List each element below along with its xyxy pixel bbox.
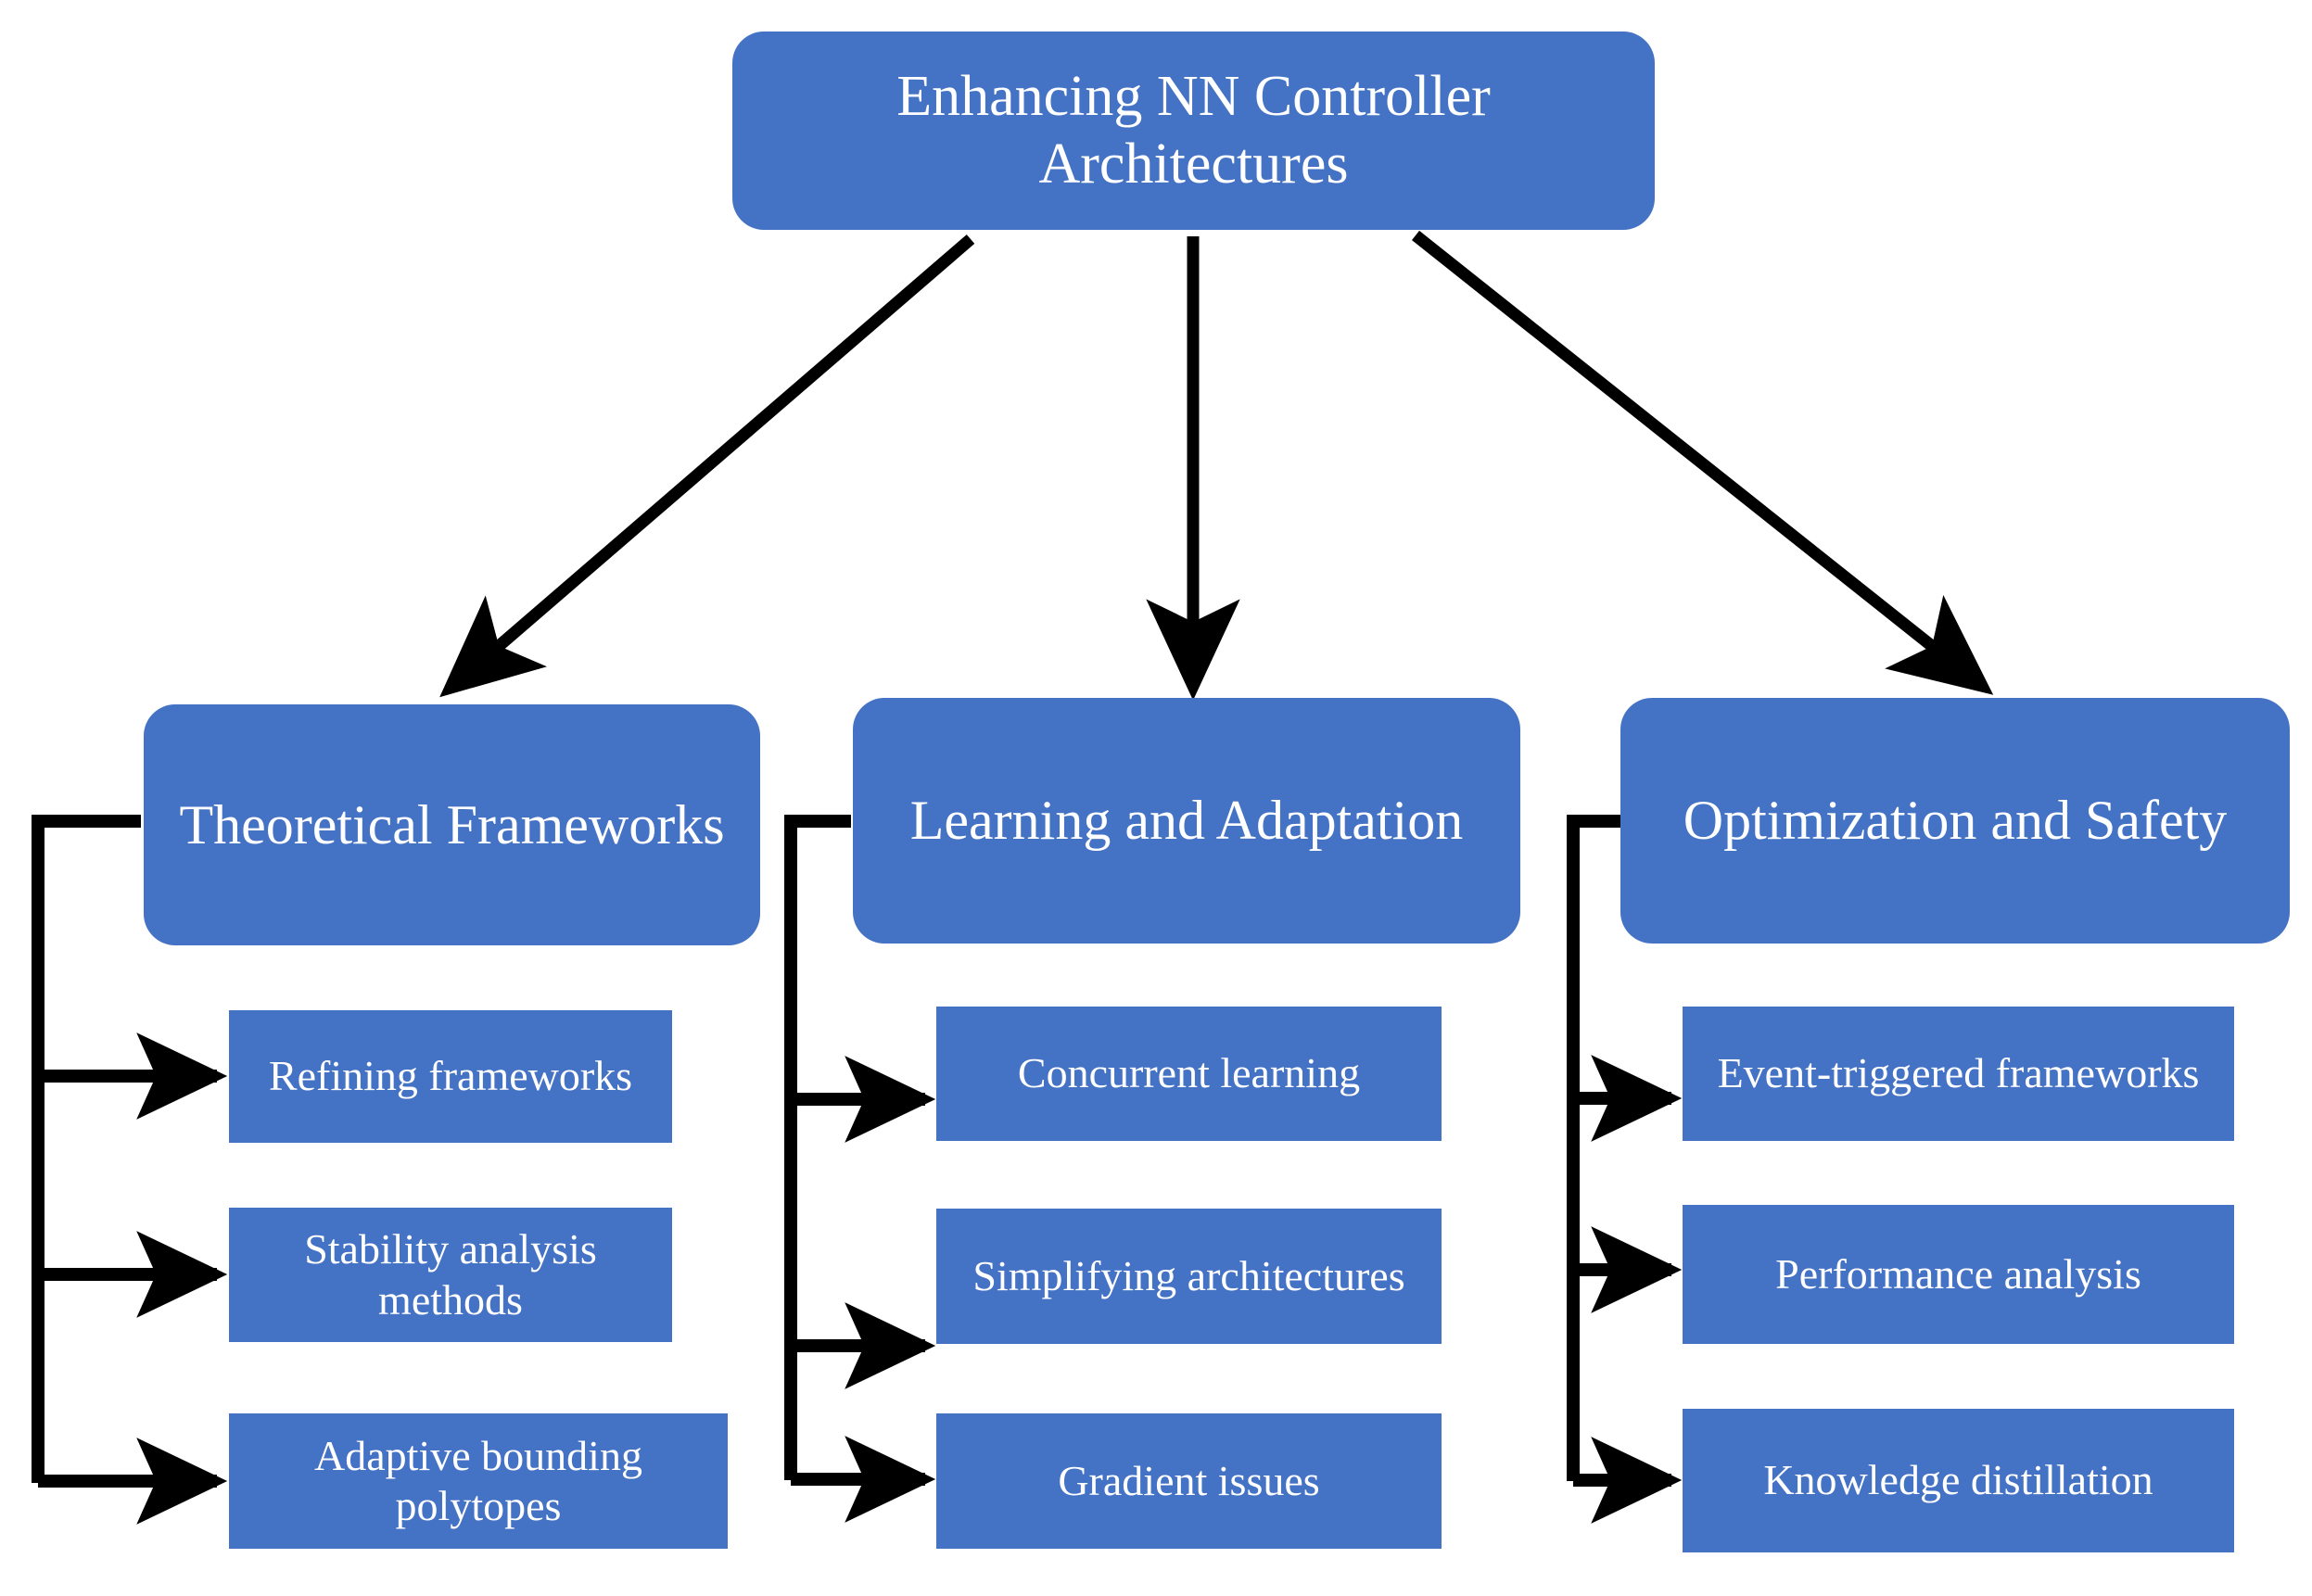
edge-root-to-theoretical-frameworks <box>439 234 975 698</box>
edge-bus-theoretical-frameworks <box>32 815 141 1483</box>
node-refining-frameworks-label: Refining frameworks <box>268 1052 633 1100</box>
node-event-triggered-frameworks[interactable]: Event-triggered frameworks <box>1683 1007 2234 1141</box>
node-adaptive-bounding-polytopes[interactable]: Adaptive bounding polytopes <box>229 1413 728 1549</box>
edge-root-to-optimization-safety <box>1411 230 1994 695</box>
node-root[interactable]: Enhancing NN Controller Architectures <box>732 32 1655 230</box>
node-learning-and-adaptation-label: Learning and Adaptation <box>909 790 1464 852</box>
node-theoretical-frameworks-label: Theoretical Frameworks <box>179 793 725 855</box>
node-simplifying-architectures-label: Simplifying architectures <box>972 1251 1405 1299</box>
node-stability-analysis-methods-label: Stability analysis methods <box>304 1225 597 1324</box>
node-performance-analysis-label: Performance analysis <box>1775 1249 2141 1298</box>
node-gradient-issues[interactable]: Gradient issues <box>936 1413 1442 1549</box>
node-performance-analysis[interactable]: Performance analysis <box>1683 1205 2234 1344</box>
node-knowledge-distillation[interactable]: Knowledge distillation <box>1683 1409 2234 1552</box>
node-gradient-issues-label: Gradient issues <box>1058 1456 1320 1504</box>
node-refining-frameworks[interactable]: Refining frameworks <box>229 1010 672 1143</box>
node-concurrent-learning[interactable]: Concurrent learning <box>936 1007 1442 1141</box>
node-optimization-and-safety-label: Optimization and Safety <box>1683 790 2228 852</box>
node-root-label: Enhancing NN Controller Architectures <box>896 64 1491 196</box>
node-event-triggered-frameworks-label: Event-triggered frameworks <box>1717 1049 2200 1097</box>
node-theoretical-frameworks[interactable]: Theoretical Frameworks <box>144 704 760 945</box>
node-simplifying-architectures[interactable]: Simplifying architectures <box>936 1209 1442 1344</box>
node-concurrent-learning-label: Concurrent learning <box>1017 1049 1361 1097</box>
node-stability-analysis-methods[interactable]: Stability analysis methods <box>229 1208 672 1342</box>
node-optimization-and-safety[interactable]: Optimization and Safety <box>1620 698 2290 944</box>
node-learning-and-adaptation[interactable]: Learning and Adaptation <box>853 698 1520 944</box>
node-adaptive-bounding-polytopes-label: Adaptive bounding polytopes <box>314 1431 642 1529</box>
edge-bus-learning-adaptation <box>784 815 851 1480</box>
node-knowledge-distillation-label: Knowledge distillation <box>1763 1456 2153 1504</box>
